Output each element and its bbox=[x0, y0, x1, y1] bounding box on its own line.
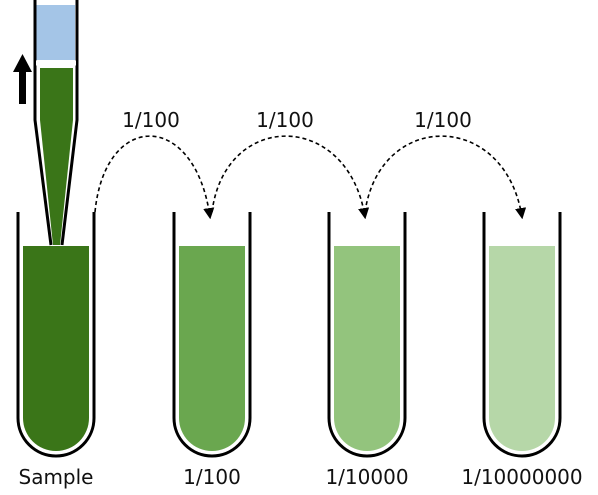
transfer-arrow-1 bbox=[94, 135, 215, 220]
up-arrow-icon bbox=[13, 54, 32, 104]
tube-label-sample: Sample bbox=[19, 465, 94, 489]
tube-liquid-1-10000 bbox=[334, 246, 400, 451]
tube-1-100: 1/100 bbox=[172, 212, 252, 489]
tube-liquid-1-10000000 bbox=[489, 246, 555, 451]
tube-outline-1-10000000 bbox=[482, 212, 562, 458]
tube-outline-1-10000 bbox=[327, 212, 407, 458]
tube-label-1-100: 1/100 bbox=[183, 465, 241, 489]
tube-label-1-10000000: 1/10000000 bbox=[461, 465, 582, 489]
pipette bbox=[33, 0, 79, 246]
tube-1-10000: 1/10000 bbox=[325, 212, 409, 489]
tube-outline-1-100 bbox=[172, 212, 252, 458]
tube-liquid-1-100 bbox=[179, 246, 245, 451]
tube-1-10000000: 1/10000000 bbox=[461, 212, 583, 489]
transfer-arrows bbox=[94, 135, 527, 220]
tube-sample: Sample bbox=[16, 212, 96, 489]
tubes-group: Sample 1/100 1/10000 1/10000000 bbox=[16, 212, 583, 489]
transfer-label-3: 1/100 bbox=[414, 108, 472, 132]
pipette-top-fill bbox=[36, 5, 75, 60]
tube-label-1-10000: 1/10000 bbox=[325, 465, 408, 489]
pipette-liquid bbox=[40, 68, 73, 245]
transfer-arrow-2 bbox=[211, 135, 370, 220]
tube-outline-sample bbox=[16, 212, 96, 458]
transfer-arrow-3 bbox=[364, 135, 527, 220]
transfer-label-2: 1/100 bbox=[256, 108, 314, 132]
pipette-outline bbox=[33, 0, 79, 246]
tube-liquid-sample bbox=[23, 246, 89, 451]
transfer-label-1: 1/100 bbox=[122, 108, 180, 132]
